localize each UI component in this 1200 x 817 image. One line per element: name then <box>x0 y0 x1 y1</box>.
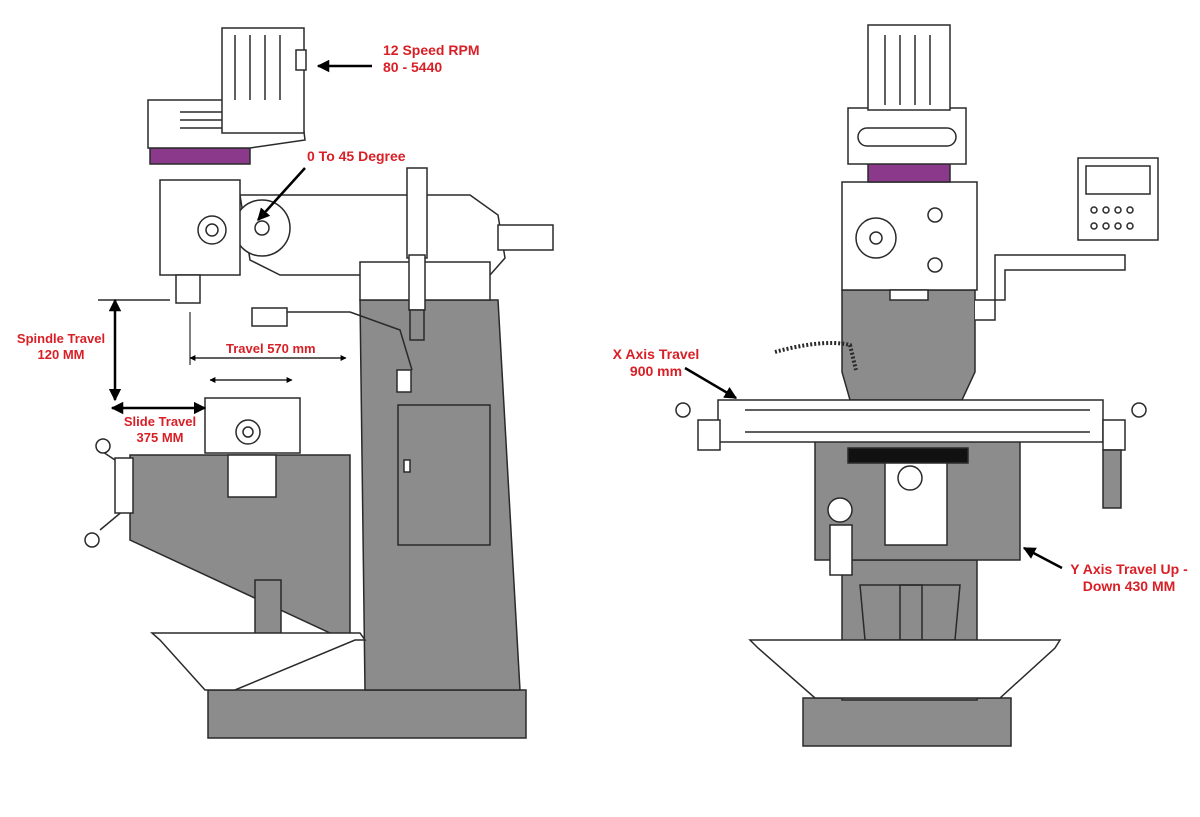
degree-label: 0 To 45 Degree <box>307 148 406 165</box>
speed-label: 12 Speed RPM 80 - 5440 <box>383 42 479 76</box>
degree-label-line1: 0 To 45 Degree <box>307 148 406 164</box>
side-ram <box>239 194 506 276</box>
slide-travel-line1: Slide Travel <box>123 414 197 429</box>
spindle-travel-line2: 120 MM <box>37 347 85 362</box>
x-axis-line1: X Axis Travel <box>612 346 700 362</box>
spindle-travel-line1: Spindle Travel <box>16 331 106 346</box>
degree-arrow <box>257 167 306 221</box>
front-table <box>717 399 1104 443</box>
annotation-arrows <box>98 59 1063 570</box>
speed-label-line2: 80 - 5440 <box>383 59 443 75</box>
front-purple-band <box>867 161 951 183</box>
slide-travel-line2: 375 MM <box>136 430 184 445</box>
x-axis-arrow <box>684 366 738 400</box>
front-column-upper <box>841 289 976 401</box>
front-view-machine <box>675 24 1159 747</box>
front-chip-tray <box>748 639 1062 699</box>
side-view-machine <box>84 27 554 739</box>
side-knee-support <box>254 579 282 636</box>
front-motor <box>867 24 951 111</box>
y-axis-arrow <box>1022 546 1063 570</box>
side-door <box>397 404 491 546</box>
side-base <box>207 689 527 739</box>
side-spindle <box>175 274 201 304</box>
side-column <box>359 299 521 691</box>
side-vertical-arm <box>406 167 428 259</box>
y-axis-line2: Down 430 MM <box>1082 578 1176 594</box>
x-axis-label: X Axis Travel 900 mm <box>600 346 712 380</box>
speed-label-line1: 12 Speed RPM <box>383 42 480 58</box>
side-chip-tray <box>150 632 367 691</box>
travel-570-label: Travel 570 mm <box>226 341 316 357</box>
front-base <box>802 697 1012 747</box>
side-purple-band <box>149 147 251 165</box>
spindle-travel-label: Spindle Travel 120 MM <box>12 331 110 363</box>
slide-travel-label: Slide Travel 375 MM <box>118 414 202 446</box>
y-axis-label: Y Axis Travel Up - Down 430 MM <box>1062 561 1196 595</box>
y-axis-line1: Y Axis Travel Up - <box>1070 561 1188 577</box>
x-axis-line2: 900 mm <box>629 363 683 379</box>
travel-570-line1: Travel 570 mm <box>226 341 316 356</box>
